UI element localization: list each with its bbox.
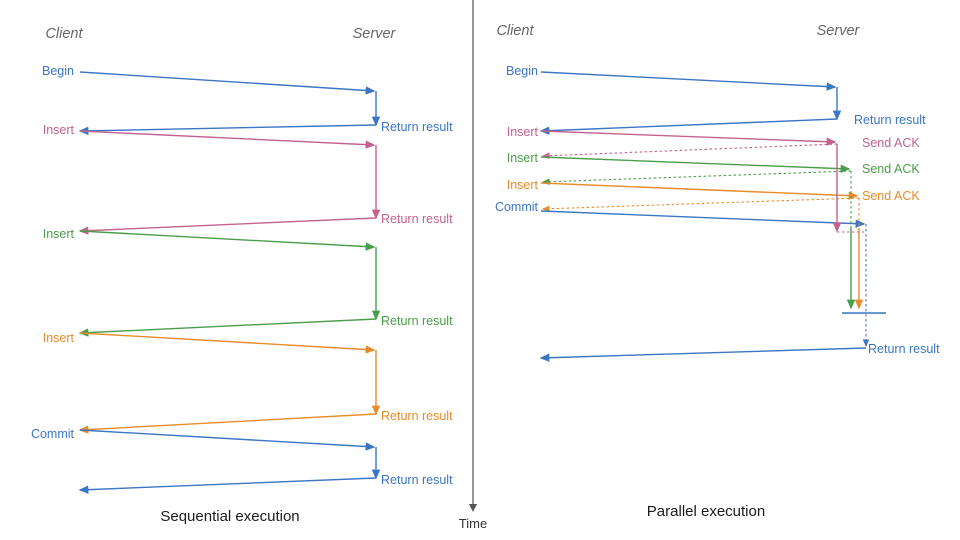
arrow-insert3-reply [78,413,377,434]
server-message-label-return-result-2: Return result [381,314,453,328]
arrow-begin-request [79,71,376,95]
panel-caption-parallel: Parallel execution [647,503,765,520]
client-message-label-insert-2: Insert [43,227,75,241]
lane-header-client: Client [496,23,534,39]
arrow-commit-reply [78,477,377,494]
time-axis-label: Time [459,516,487,531]
client-message-label-insert-3: Insert [507,178,539,192]
lane-header-server: Server [817,23,861,39]
server-message-label-send-ack-3: Send ACK [862,189,920,203]
server-message-label-return-result-4: Return result [868,342,940,356]
time-axis: Time [459,0,487,531]
arrow-insert1-reply [78,217,377,235]
server-message-label-return-result-0: Return result [381,120,453,134]
time-axis-arrowhead [469,504,477,512]
client-message-label-insert-1: Insert [507,125,539,139]
arrow-insert1-request [79,130,376,149]
arrow-insert2-reply [78,318,377,337]
arrow-p-commit-request [540,210,866,228]
arrow-insert2-request [79,230,376,251]
client-message-label-insert-1: Insert [43,123,75,137]
server-message-label-return-result-3: Return result [381,409,453,423]
arrow-p-insert3-request [540,182,859,200]
arrow-p-begin-reply [539,118,838,135]
client-message-label-commit-4: Commit [495,200,539,214]
server-message-label-send-ack-1: Send ACK [862,136,920,150]
lane-header-client: Client [45,26,83,42]
client-message-label-begin-0: Begin [42,64,74,78]
arrow-p-insert1-ack [541,143,838,160]
arrow-insert3-request [79,332,376,354]
server-message-label-return-result-4: Return result [381,473,453,487]
arrow-p-insert2-request [540,156,851,173]
arrow-p-insert3-ack [541,197,860,213]
server-message-label-return-result-0: Return result [854,113,926,127]
client-message-label-insert-3: Insert [43,331,75,345]
panel-caption-sequential: Sequential execution [160,508,299,525]
arrow-p-insert2-ack [541,170,852,186]
arrow-p-insert1-request [540,130,837,146]
arrow-commit-request [79,429,376,451]
client-message-label-insert-2: Insert [507,151,539,165]
arrow-begin-reply [78,124,377,136]
server-message-label-send-ack-2: Send ACK [862,162,920,176]
client-message-label-begin-0: Begin [506,64,538,78]
lane-header-server: Server [353,26,397,42]
client-message-label-commit-4: Commit [31,427,75,441]
arrow-p-begin-request [540,71,837,91]
server-message-label-return-result-1: Return result [381,212,453,226]
arrow-p-commit-reply [539,347,867,362]
